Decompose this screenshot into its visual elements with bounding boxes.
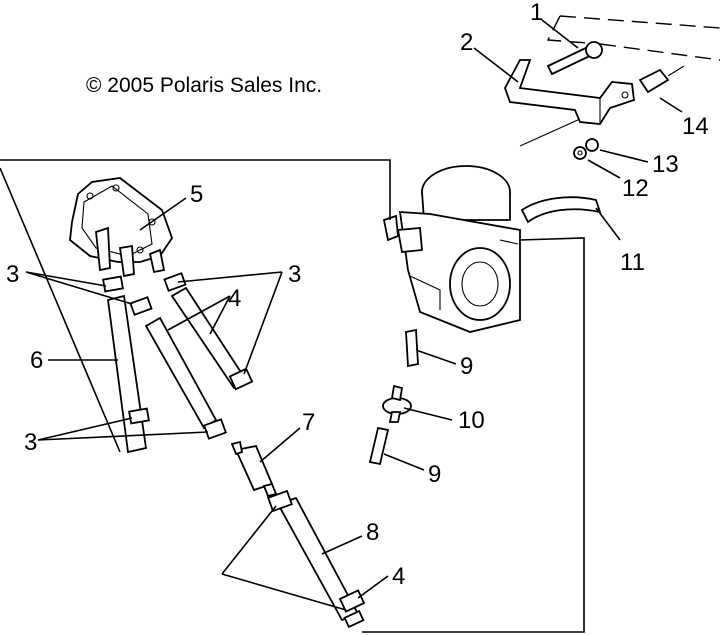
callout-3-left-lower: 3 [24,429,37,456]
mounting-bracket [504,59,635,125]
callout-8: 8 [366,519,379,546]
fuel-hose-8 [267,489,366,629]
fuel-pump [69,177,173,278]
short-hose-lower [368,426,390,466]
callout-3-left-upper: 3 [6,261,19,288]
washer-and-nut [573,138,599,160]
frame-outline [519,15,720,147]
carburetor [382,165,521,333]
valve [382,384,412,423]
bolt [546,41,603,76]
routing-lines [0,159,585,633]
callout-12: 12 [622,175,649,202]
leader-lines [25,19,683,611]
callout-9-lower: 9 [428,461,441,488]
fuel-hose-6 [107,294,148,454]
callout-4-upper: 4 [228,285,241,312]
fuel-hose-4-upper [144,286,248,430]
callout-3-right: 3 [288,261,301,288]
callout-2: 2 [460,29,473,56]
callout-14: 14 [682,113,709,140]
short-hose-upper [405,328,419,368]
callout-11: 11 [620,249,645,276]
callout-7: 7 [302,409,315,436]
fuel-filter [230,440,278,498]
hose-clamps [102,272,254,440]
callout-1: 1 [530,0,543,26]
fitting [638,65,685,94]
vent-hose [520,196,602,224]
callout-5: 5 [190,181,203,208]
callout-10: 10 [458,407,485,434]
callout-9-upper: 9 [460,353,473,380]
callout-13: 13 [652,151,679,178]
callout-6: 6 [30,347,43,374]
callout-4-lower: 4 [392,563,405,590]
copyright-text: © 2005 Polaris Sales Inc. [86,74,322,97]
